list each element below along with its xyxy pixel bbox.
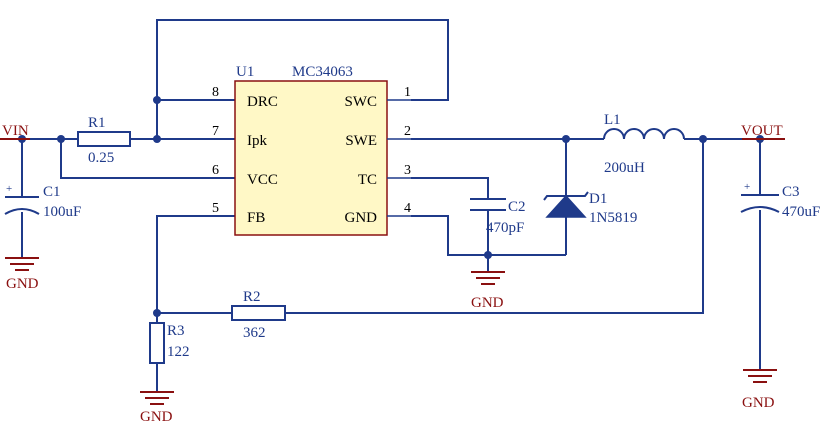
gnd-label: GND [6, 276, 39, 292]
diode-triangle [545, 194, 587, 218]
vout-label: VOUT [741, 123, 783, 139]
diode-cathode-bar [543, 191, 589, 201]
junction-dot [153, 309, 161, 317]
resistor-body [77, 131, 131, 147]
gnd-c3: GND [742, 369, 777, 411]
r1-value-label: 0.25 [88, 150, 114, 166]
d1-value-label: 1N5819 [589, 210, 637, 226]
plus-sign: + [744, 181, 750, 193]
wire-tc-c2 [411, 177, 489, 199]
ic-ref-label: U1 [236, 64, 254, 80]
wires [0, 19, 785, 392]
resistor-r1: R1 0.25 [77, 115, 131, 166]
l1-ref-label: L1 [604, 112, 621, 128]
c1-value-label: 100uF [43, 204, 81, 220]
junction-dot [562, 135, 570, 143]
wire-vcc [60, 139, 235, 179]
gnd-label: GND [742, 395, 775, 411]
pin-name: SWE [345, 133, 377, 149]
pin-name: GND [345, 210, 378, 226]
pin-number: 3 [404, 163, 411, 178]
capacitor-c2: C2 470pF [470, 198, 526, 236]
pin-number: 5 [212, 201, 219, 216]
d1-ref-label: D1 [589, 191, 607, 207]
wire-fb [156, 215, 235, 323]
c2-ref-label: C2 [508, 199, 526, 215]
ic-body [234, 80, 388, 236]
pin-number: 8 [212, 85, 219, 100]
pin-name: DRC [247, 94, 278, 110]
junctions [18, 96, 764, 317]
vin-label: VIN [2, 123, 29, 139]
gnd-label: GND [140, 409, 173, 421]
capacitor-plate-curved [4, 208, 40, 215]
resistor-r2: R2 362 [231, 289, 286, 341]
c3-value-label: 470uF [782, 204, 820, 220]
pin-number: 7 [212, 124, 219, 139]
r2-value-label: 362 [243, 325, 266, 341]
wire-r2-right [285, 139, 704, 314]
capacitor-c1: + C1 100uF [4, 183, 81, 220]
gnd-label: GND [471, 295, 504, 311]
pin-number: 4 [404, 201, 411, 216]
r1-ref-label: R1 [88, 115, 106, 131]
capacitor-plate-curved [740, 206, 780, 213]
pin-name: SWC [344, 94, 377, 110]
junction-dot [57, 135, 65, 143]
capacitor-c3: + C3 470uF [740, 181, 820, 220]
diode-d1: D1 1N5819 [543, 191, 637, 226]
gnd-r3: GND [140, 391, 174, 421]
inductor-l1: L1 200uH [603, 112, 685, 176]
l1-value-label: 200uH [604, 160, 645, 176]
junction-dot [699, 135, 707, 143]
junction-dot [153, 135, 161, 143]
net-vout: VOUT [741, 123, 785, 140]
ic-u1: U1 MC34063 8 DRC 7 Ipk 6 VCC 5 FB 1 SWC … [212, 64, 411, 236]
r3-ref-label: R3 [167, 323, 185, 339]
gnd-c2: GND [471, 271, 505, 311]
r3-value-label: 122 [167, 344, 190, 360]
wire-drc-swc-loop [156, 19, 449, 139]
gnd-c1: GND [5, 257, 39, 292]
pin-number: 1 [404, 85, 411, 100]
wire-gnd-pin4 [411, 215, 566, 256]
r2-ref-label: R2 [243, 289, 261, 305]
pin-name: FB [247, 210, 265, 226]
resistor-body [149, 322, 165, 364]
c3-ref-label: C3 [782, 184, 800, 200]
pin-name: Ipk [247, 133, 267, 149]
resistor-r3: R3 122 [149, 322, 190, 364]
resistor-body [231, 305, 286, 321]
inductor-coil [603, 128, 685, 140]
net-vin: VIN [0, 123, 30, 140]
pin-name: TC [358, 172, 377, 188]
ic-part-label: MC34063 [292, 64, 353, 80]
junction-dot [153, 96, 161, 104]
c2-value-label: 470pF [486, 220, 524, 236]
pin-number: 6 [212, 163, 219, 178]
c1-ref-label: C1 [43, 184, 61, 200]
junction-dot [484, 251, 492, 259]
pin-number: 2 [404, 124, 411, 139]
plus-sign: + [6, 183, 12, 195]
pin-name: VCC [247, 172, 278, 188]
